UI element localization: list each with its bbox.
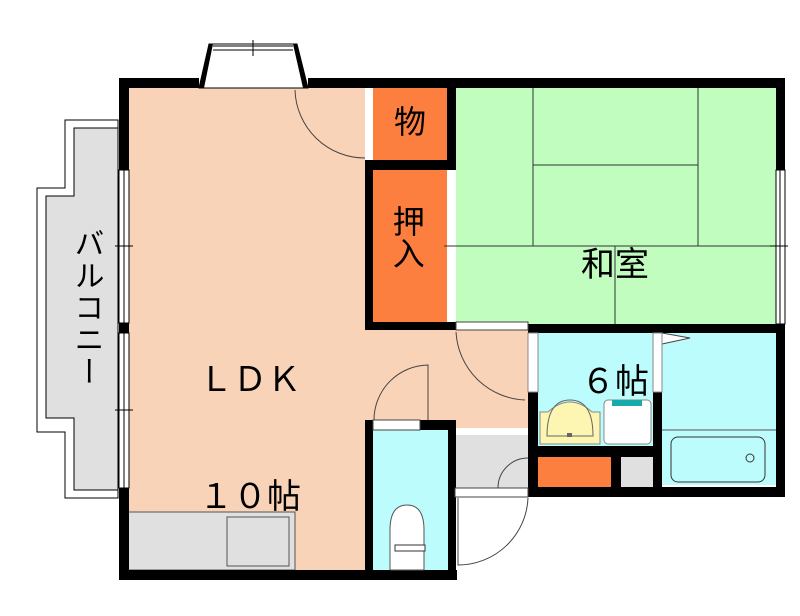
bathroom-floor [662,333,776,485]
washitsu-name: 和室 [581,245,649,286]
washbasin [539,399,601,445]
mono-label: 物 [393,103,426,141]
toilet-fixture [389,504,426,571]
washing-machine [603,399,652,445]
washitsu-label: 和室 ６帖 [545,168,685,442]
hall-floor [365,330,530,428]
ldk-name: ＬＤＫ [199,360,301,401]
left-windows [115,169,133,489]
ldk-label: ＬＤＫ １０帖 [180,283,320,557]
entrance-floor [455,435,530,490]
small-gray [621,457,653,487]
oshiire-closet [373,170,447,322]
small-storage [538,457,611,487]
ldk-floor [128,88,365,570]
tatami-lines [444,88,788,324]
walls [119,78,785,580]
kitchen-counter [127,511,296,571]
ldk-size: １０帖 [199,477,301,518]
top-bay-window [198,40,309,89]
washitsu-size: ６帖 [581,362,649,403]
bathtub [662,429,776,483]
balcony [36,119,119,499]
oshiire-label: 押入 [387,205,426,269]
right-window [770,169,788,325]
washitsu-floor [456,88,778,324]
doors [294,89,529,566]
balcony-label: バルコニー [68,228,104,388]
mono-closet [373,88,447,160]
